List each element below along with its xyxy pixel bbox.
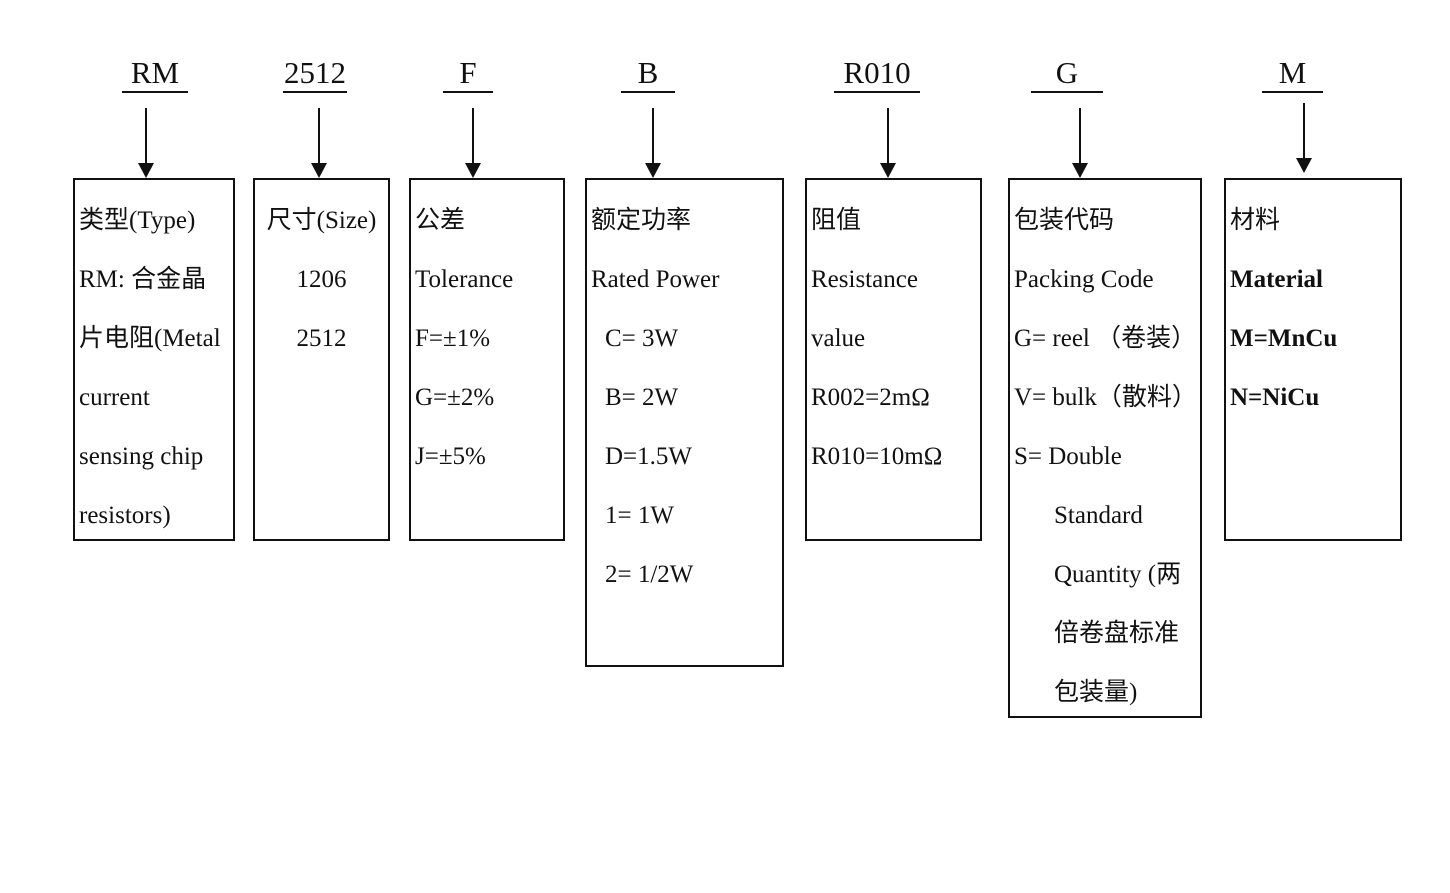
power-option: C= 3W [605, 325, 679, 352]
packing-subtitle: Packing Code [1014, 266, 1154, 293]
power-option: 1= 1W [605, 502, 674, 529]
power-subtitle: Rated Power [591, 266, 720, 293]
box-power: 额定功率 Rated Power C= 3W B= 2W D=1.5W 1= 1… [585, 178, 784, 667]
code-tolerance: F [443, 56, 493, 93]
power-title: 额定功率 [591, 207, 692, 234]
type-line: sensing chip [79, 443, 204, 470]
size-title: 尺寸(Size) [266, 207, 377, 234]
tolerance-option: F=±1% [415, 325, 491, 352]
code-power: B [621, 56, 675, 93]
box-size: 尺寸(Size) 1206 2512 [253, 178, 390, 541]
size-option: 1206 [296, 266, 347, 293]
packing-option: V= bulk（散料） [1014, 384, 1197, 411]
code-resistance: R010 [834, 56, 920, 93]
arrow-size [311, 108, 327, 178]
tolerance-title: 公差 [415, 207, 466, 234]
resistance-title: 阻值 [811, 207, 862, 234]
box-material: 材料 Material M=MnCu N=NiCu [1224, 178, 1402, 541]
type-line: 片电阻(Metal [79, 325, 221, 352]
resistance-option: R010=10mΩ [811, 443, 943, 470]
tolerance-subtitle: Tolerance [415, 266, 514, 293]
power-option: 2= 1/2W [605, 561, 694, 588]
arrow-packing [1072, 108, 1088, 178]
material-subtitle: Material [1230, 266, 1324, 293]
material-title: 材料 [1230, 207, 1281, 234]
power-option: D=1.5W [605, 443, 692, 470]
resistance-option: R002=2mΩ [811, 384, 930, 411]
type-title: 类型(Type) [79, 207, 196, 234]
tolerance-option: G=±2% [415, 384, 495, 411]
resistance-subtitle: value [811, 325, 866, 352]
material-option: N=NiCu [1230, 384, 1320, 411]
resistance-subtitle: Resistance [811, 266, 918, 293]
box-resistance: 阻值 Resistance value R002=2mΩ R010=10mΩ [805, 178, 982, 541]
packing-option-detail: 包装量) [1054, 679, 1138, 706]
code-material: M [1262, 56, 1323, 93]
packing-option: G= reel （卷装） [1014, 325, 1197, 352]
packing-option-detail: 倍卷盘标准 [1054, 620, 1180, 647]
type-line: RM: 合金晶 [79, 266, 207, 293]
packing-option: S= Double [1014, 443, 1122, 470]
arrow-power [645, 108, 661, 178]
code-packing: G [1031, 56, 1103, 93]
code-size: 2512 [283, 56, 347, 93]
packing-option-detail: Quantity (两 [1054, 561, 1182, 588]
type-line: resistors) [79, 502, 171, 529]
type-line: current [79, 384, 150, 411]
box-type: 类型(Type) RM: 合金晶 片电阻(Metal current sensi… [73, 178, 235, 541]
arrow-tolerance [465, 108, 481, 178]
power-option: B= 2W [605, 384, 679, 411]
size-option: 2512 [296, 325, 347, 352]
material-option: M=MnCu [1230, 325, 1338, 352]
packing-option-detail: Standard [1054, 502, 1143, 529]
code-type: RM [122, 56, 188, 93]
arrow-type [138, 108, 154, 178]
tolerance-option: J=±5% [415, 443, 486, 470]
arrow-resistance [880, 108, 896, 178]
packing-title: 包装代码 [1014, 207, 1115, 234]
box-packing: 包装代码 Packing Code G= reel （卷装） V= bulk（散… [1008, 178, 1202, 718]
arrow-material [1296, 103, 1312, 173]
box-tolerance: 公差 Tolerance F=±1% G=±2% J=±5% [409, 178, 565, 541]
